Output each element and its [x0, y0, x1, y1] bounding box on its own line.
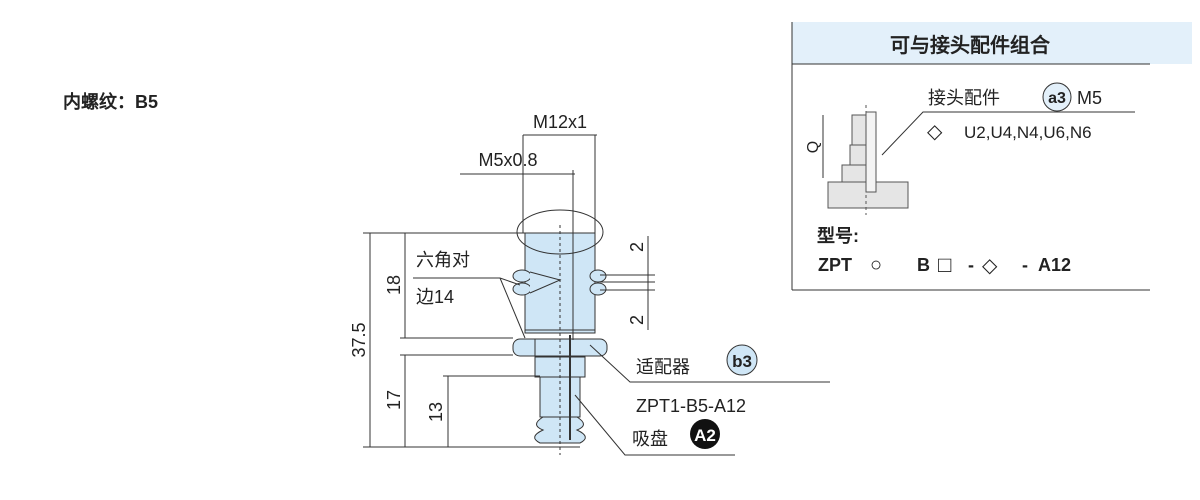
cup-badge: A2	[694, 426, 716, 445]
hex-label-line1: 六角对	[416, 250, 470, 270]
model-prefix: ZPT	[818, 255, 852, 275]
dim-cup: 13	[426, 402, 446, 422]
fitting-combo-box: 可与接头配件组合 Q 接头配件 a3 M5 ◇ U2,U4,N4,U6,N6 型…	[791, 22, 1192, 291]
section-title: 内螺纹：B5	[63, 91, 158, 112]
nut-rings	[512, 269, 607, 296]
fitting-badge-circle	[1042, 82, 1072, 112]
dim-upper: 18	[384, 275, 404, 295]
model-dash-1: -	[968, 255, 974, 275]
q-label: Q	[805, 141, 822, 153]
fitting-options: U2,U4,N4,U6,N6	[964, 123, 1092, 142]
model-square: □	[938, 252, 951, 277]
combo-header: 可与接头配件组合	[890, 33, 1051, 57]
model-circle: ○	[870, 254, 882, 276]
fitting-badge: a3	[1048, 90, 1066, 107]
model-label: 型号:	[817, 225, 859, 246]
suction-part-drawing	[512, 209, 608, 455]
adapter-model: ZPT1-B5-A12	[636, 396, 746, 416]
cup-label: 吸盘	[632, 429, 668, 449]
dim-total: 37.5	[349, 322, 369, 357]
dim-nut-top: 2	[627, 242, 647, 252]
adapter-label: 适配器	[636, 357, 690, 377]
thread-outer-label: M12x1	[533, 112, 587, 132]
adapter-badge-circle	[726, 344, 758, 376]
dim-nut-bottom: 2	[627, 315, 647, 325]
dimension-lines	[363, 134, 830, 456]
model-dash-2: -	[1022, 255, 1028, 275]
thread-inner-label: M5x0.8	[478, 150, 537, 170]
hex-label-line2: 边14	[416, 287, 454, 307]
fitting-label: 接头配件	[928, 88, 1000, 108]
model-diamond: ◇	[982, 255, 998, 277]
model-suffix: A12	[1038, 255, 1071, 275]
fitting-illustration	[827, 105, 909, 215]
model-b: B	[917, 255, 930, 275]
dim-lower: 17	[384, 390, 404, 410]
fitting-options-symbol: ◇	[927, 121, 943, 143]
fitting-size: M5	[1077, 88, 1102, 108]
adapter-badge: b3	[732, 352, 752, 371]
cup-badge-circle	[690, 419, 720, 449]
